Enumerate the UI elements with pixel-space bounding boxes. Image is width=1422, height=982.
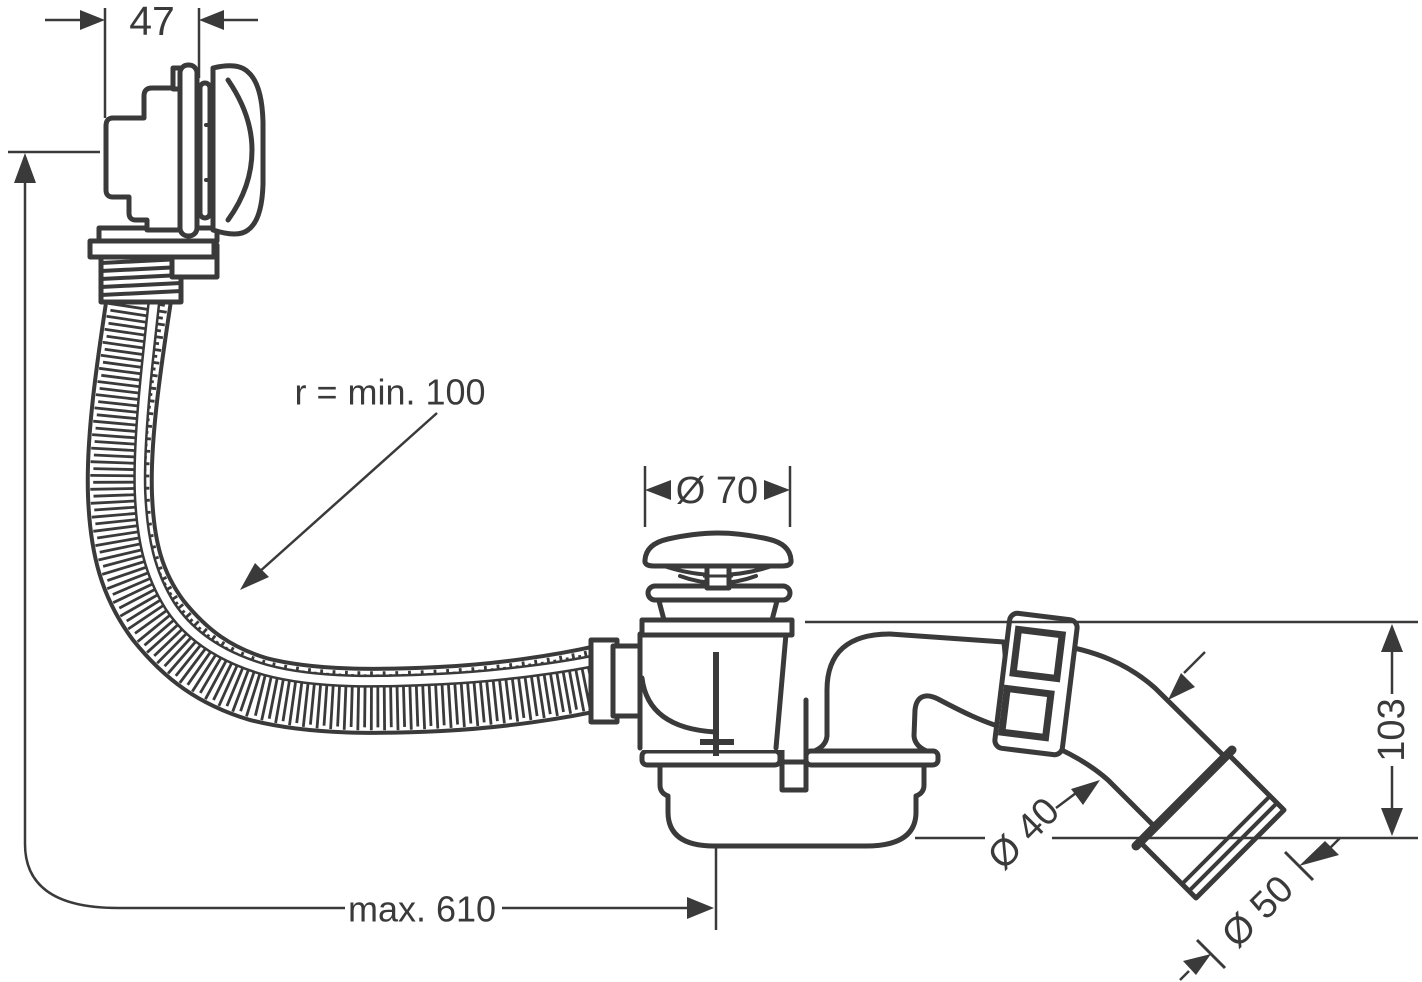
leader-arrowhead [240,563,269,590]
outlet-pipe-45deg [1037,641,1287,901]
arrowhead-lower [1183,954,1211,975]
dim-line-bent [23,178,690,910]
arrowhead-left [80,10,105,30]
dim-103-label: 103 [1371,698,1413,761]
leader-upper [1183,651,1206,674]
arrow-tails [1179,837,1341,981]
overflow-seal-ring [197,80,213,221]
overflow-threaded-adapter [87,225,220,305]
arrowhead-down [1381,808,1403,836]
arrowhead-right [764,480,790,500]
arrowhead-up [1381,624,1403,652]
overflow-rotary-unit [103,62,266,239]
dim-dia50-label: Ø 50 [1214,868,1302,956]
dimension-max-610: max. 610 [8,150,718,930]
overflow-housing [103,85,184,233]
label-bend-radius: r = min. 100 [240,372,486,590]
dimension-47: 47 [45,0,258,118]
dim-47-label: 47 [129,0,175,44]
plug-cap [642,530,794,569]
inner-cable-tube [140,248,598,681]
arrowhead-right [199,10,224,30]
dim-dia40-label: Ø 40 [980,790,1068,878]
union-window-lower [997,684,1055,742]
dip-dome [639,675,718,735]
rim-plate-left [639,748,783,768]
dim-radius-label: r = min. 100 [294,372,485,413]
adapter-band-lower [87,238,217,260]
socket-collar-band [1131,745,1237,851]
flexible-corrugated-hose [90,248,604,730]
thread-hatch [99,257,183,297]
overflow-flange-plate [177,62,200,239]
inner-cable-tube-outline [140,248,598,681]
elbow-outline [809,631,1015,755]
arrowhead-left [645,480,671,500]
arrowhead-up [14,153,36,183]
waste-body [588,631,789,756]
union-clamp-joint [992,610,1080,758]
knob-crescent-highlight [225,77,255,223]
body-wall-right [773,631,789,751]
bowl-outline [657,759,927,849]
socket-end-rims [1180,794,1279,893]
plug-linkage [700,652,734,756]
rotary-knob-dome [210,63,266,237]
ext-lines-70 [643,466,792,527]
arrowhead-right [687,897,714,919]
trap-bowl [657,759,927,849]
rim-plate-right [803,748,941,768]
dim-max610-label: max. 610 [348,889,496,930]
ext-lines-47 [103,8,201,118]
waste-plug-assembly [639,530,795,638]
elbow-pipe [809,631,1015,755]
arrowhead-upper [1168,673,1195,700]
pipe-fill [1040,644,1226,828]
dimension-dia-70: Ø 70 [643,466,792,527]
dimension-103: 103 [805,620,1418,840]
trap-rim [639,695,941,793]
leader-line [257,412,438,574]
dim-dia70-label: Ø 70 [676,470,758,512]
arrowhead-lower [1071,780,1100,805]
union-window-upper [1009,625,1067,683]
